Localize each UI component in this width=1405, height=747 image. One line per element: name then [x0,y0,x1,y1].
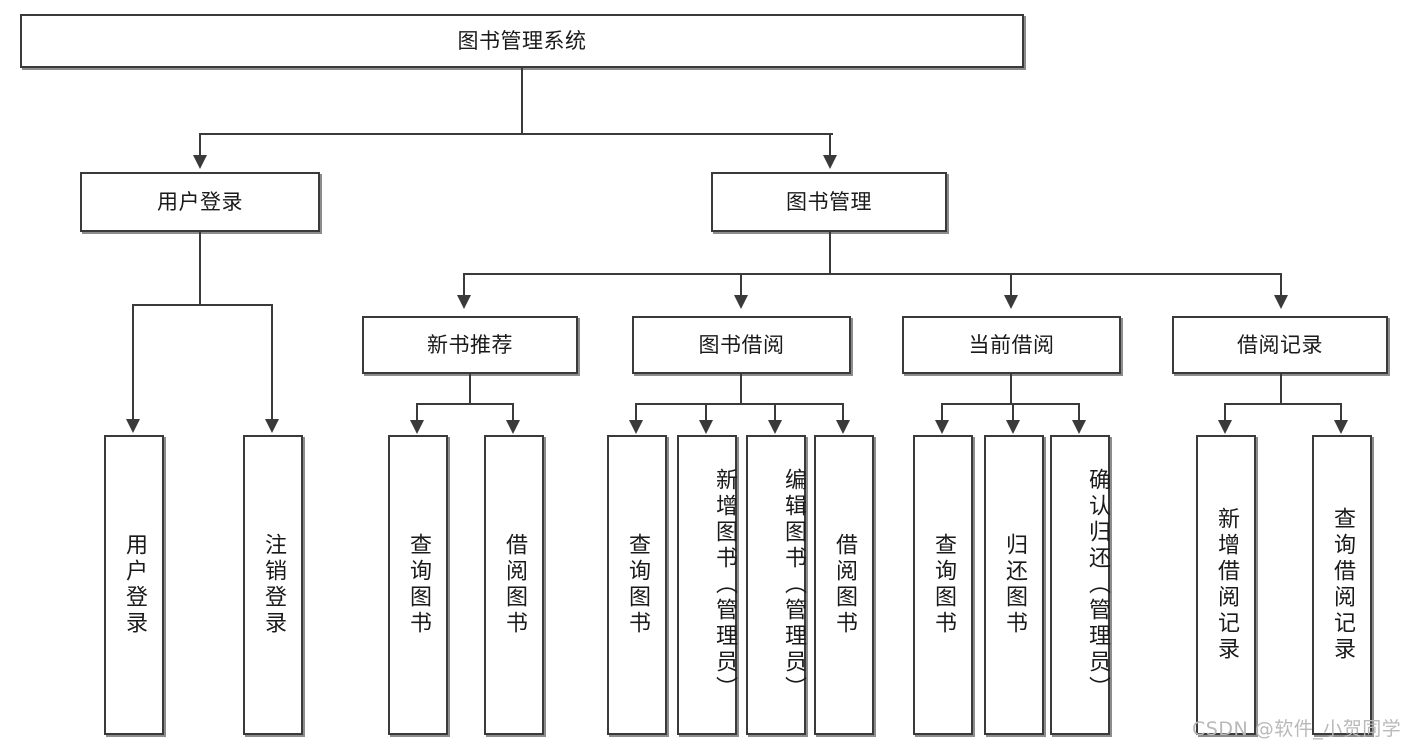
node-new-book-recommend[interactable]: 新书推荐 [362,316,578,374]
connector-root-to-book-manage [829,133,831,157]
arrowhead-user-login [193,155,207,169]
connector-nbr-bus [416,403,513,405]
connector-cb-bus [941,403,1080,405]
node-leaf-borrow-book-2[interactable]: 借阅图书 [814,435,874,735]
node-book-borrow[interactable]: 图书借阅 [632,316,851,374]
connector-user-login-stem [199,232,201,304]
connector-br-bus [1224,403,1342,405]
connector-cb-stem [1010,374,1012,404]
node-leaf-borrow-book-1[interactable]: 借阅图书 [484,435,544,735]
arrowhead-new-book-recommend [457,295,471,309]
connector-br-stem [1280,374,1282,404]
arrowhead-book-manage [823,155,837,169]
connector-bb-drop-1 [635,403,637,421]
arrowhead-leaf-borrow-book-2 [836,420,850,434]
connector-bb-stem [740,374,742,404]
connector-bb-bus [635,403,844,405]
watermark-credit: CSDN @软件_小贺同学 [1192,718,1402,740]
arrowhead-borrow-record [1274,295,1288,309]
node-root-system[interactable]: 图书管理系统 [20,14,1024,68]
arrowhead-leaf-user-logout [265,419,279,433]
connector-bb-drop-4 [842,403,844,421]
connector-bm-drop-4 [1280,273,1282,297]
arrowhead-leaf-edit-book [768,420,782,434]
connector-user-login-drop-2 [271,304,273,420]
arrowhead-leaf-return-book [1006,420,1020,434]
arrowhead-leaf-query-record [1334,420,1348,434]
connector-book-manage-bus [463,273,1280,275]
connector-cb-drop-2 [1012,403,1014,421]
connector-nbr-stem [469,374,471,404]
node-leaf-add-record[interactable]: 新增借阅记录 [1196,435,1256,735]
arrowhead-book-borrow [734,295,748,309]
connector-bb-drop-2 [705,403,707,421]
connector-user-login-bus [132,304,272,306]
node-leaf-add-book[interactable]: 新增图书（管理员） [677,435,737,735]
arrowhead-current-borrow [1004,295,1018,309]
connector-bm-drop-1 [463,273,465,297]
node-leaf-confirm-return[interactable]: 确认归还（管理员） [1050,435,1110,735]
arrowhead-leaf-add-book [699,420,713,434]
connector-root-stem [521,68,523,133]
arrowhead-leaf-confirm-return [1072,420,1086,434]
connector-br-drop-1 [1224,403,1226,421]
connector-bm-drop-2 [740,273,742,297]
node-user-login[interactable]: 用户登录 [80,172,320,232]
connector-bb-drop-3 [774,403,776,421]
node-leaf-query-book-2[interactable]: 查询图书 [607,435,667,735]
connector-cb-drop-3 [1078,403,1080,421]
node-leaf-query-record[interactable]: 查询借阅记录 [1312,435,1372,735]
connector-root-to-user-login [199,133,201,157]
node-borrow-record[interactable]: 借阅记录 [1172,316,1388,374]
node-leaf-query-book-3[interactable]: 查询图书 [913,435,973,735]
connector-cb-drop-1 [941,403,943,421]
arrowhead-leaf-user-login [126,419,140,433]
connector-nbr-drop-2 [512,403,514,421]
arrowhead-leaf-query-book-3 [935,420,949,434]
node-leaf-edit-book[interactable]: 编辑图书（管理员） [746,435,806,735]
connector-bm-drop-3 [1010,273,1012,297]
node-leaf-user-login[interactable]: 用户登录 [104,435,164,735]
node-leaf-user-logout[interactable]: 注销登录 [243,435,303,735]
node-book-manage[interactable]: 图书管理 [711,172,947,232]
node-leaf-query-book-1[interactable]: 查询图书 [388,435,448,735]
node-leaf-return-book[interactable]: 归还图书 [984,435,1044,735]
arrowhead-leaf-borrow-book-1 [506,420,520,434]
connector-br-drop-2 [1340,403,1342,421]
connector-root-bus [199,133,833,135]
arrowhead-leaf-query-book-2 [629,420,643,434]
node-current-borrow[interactable]: 当前借阅 [902,316,1121,374]
connector-user-login-drop-1 [132,304,134,420]
connector-nbr-drop-1 [416,403,418,421]
connector-book-manage-stem [829,232,831,274]
arrowhead-leaf-add-record [1218,420,1232,434]
arrowhead-leaf-query-book-1 [410,420,424,434]
